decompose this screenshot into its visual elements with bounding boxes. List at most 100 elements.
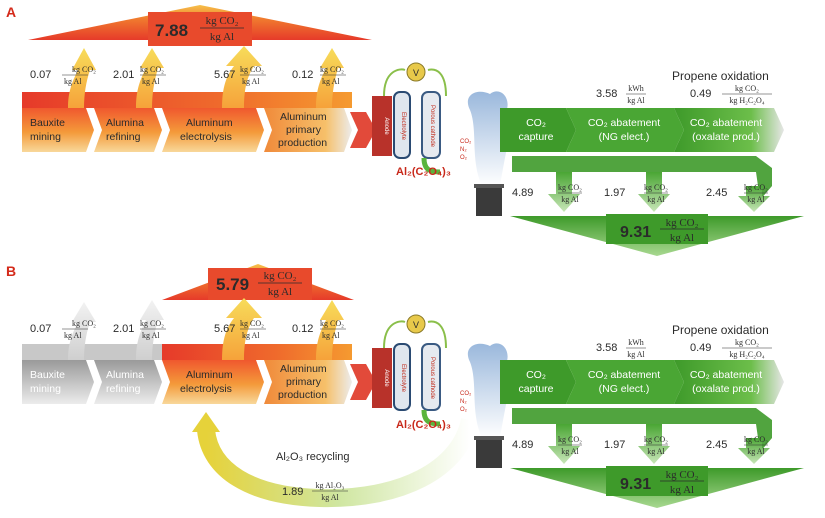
energy-value: 3.58: [596, 342, 617, 354]
propene-oxidation-label-b: Propene oxidation: [672, 323, 769, 337]
gas-label: N₂: [460, 399, 467, 405]
recycling-unit-num: kg Al₂O₃: [316, 481, 345, 490]
electrochemical-cell-a: V Anode Electrolyte Porous cathode Al₂(C…: [372, 62, 472, 178]
electrolyte: [393, 343, 411, 411]
branch-arrow-refining-b: [136, 300, 164, 360]
cathode-label: Porous cathode: [429, 105, 435, 148]
branch-arrow-production-a: [316, 48, 344, 108]
total-unit-num-a: kg CO₂: [206, 15, 239, 27]
oxalate-unit-den: kg H₂C₂O₄: [729, 96, 764, 105]
voltmeter-icon: [406, 314, 426, 334]
branch-value-refining-b: 2.01: [113, 323, 134, 335]
recycling-arrow: [197, 417, 479, 508]
branch-value-production-a: 0.12: [292, 69, 313, 81]
voltmeter-icon: [406, 62, 426, 82]
branch-unit-num: kg CO₂: [72, 65, 96, 74]
voltmeter-label: V: [413, 68, 419, 78]
energy-value: 3.58: [596, 88, 617, 100]
down-arrow-oxalate-a: [738, 186, 770, 212]
chimney-icon: [476, 438, 502, 468]
anode-label: Anode: [383, 369, 389, 387]
grey-band-b: [22, 344, 162, 360]
branch-unit-num: kg CO₂: [140, 319, 164, 328]
stage-label: CO₂ abatement: [588, 117, 660, 129]
stage-label: (NG elect.): [599, 383, 650, 395]
stage-label: mining: [30, 383, 61, 395]
stage-label: CO₂: [526, 117, 546, 129]
stage-bauxite-mining-b: [22, 360, 94, 404]
down-unit-num: kg CO₂: [744, 183, 768, 192]
branch-unit-num: kg CO₂: [240, 319, 264, 328]
recycling-label: Al₂O₃ recycling: [276, 451, 350, 463]
down-unit-den: kg Al: [561, 195, 579, 204]
branch-unit-den: kg Al: [64, 331, 82, 340]
down-arrow-capture-b: [548, 424, 580, 464]
stage-aluminum-electrolysis-b: [162, 360, 264, 404]
stage-aluminum-production-a: [264, 108, 352, 152]
smokestack-b: [467, 343, 510, 468]
total-emissions-box-a: [148, 12, 252, 46]
panel-label-b: B: [6, 263, 16, 279]
gas-label: CO₂: [460, 391, 472, 397]
total-abatement-value-a: 9.31: [620, 224, 651, 241]
branch-unit-den: kg Al: [322, 77, 340, 86]
stage-label: capture: [518, 383, 553, 395]
stage-label: capture: [518, 131, 553, 143]
branch-arrow-production-b: [316, 300, 344, 360]
branch-unit-den: kg Al: [242, 77, 260, 86]
down-unit-num: kg CO₂: [558, 183, 582, 192]
stage-label: mining: [30, 131, 61, 143]
gas-label: N₂: [460, 147, 467, 153]
stage-alumina-refining-a: [94, 108, 162, 152]
stage-abatement-ng-a: [566, 108, 684, 152]
stage-label: Alumina: [106, 117, 144, 129]
electrolyte-label: Electrolyte: [400, 364, 406, 393]
down-unit-den: kg Al: [647, 447, 665, 456]
stage-co2-capture-b: [500, 360, 576, 404]
down-unit-den: kg Al: [647, 195, 665, 204]
energy-unit-num: kWh: [628, 84, 644, 93]
oxalate-product-label: Al₂(C₂O₄)₃: [396, 419, 451, 431]
stage-aluminum-electrolysis-a: [162, 108, 264, 152]
stage-label: electrolysis: [180, 131, 232, 143]
down-unit-den: kg Al: [561, 447, 579, 456]
branch-arrow-mining-b: [68, 302, 96, 360]
panel-label-a: A: [6, 4, 16, 20]
stage-label: refining: [106, 383, 141, 395]
oxalate-value: 0.49: [690, 342, 711, 354]
branch-unit-num: kg CO₂: [72, 319, 96, 328]
total-abatement-value-b: 9.31: [620, 476, 651, 493]
stage-label: Aluminum: [280, 111, 327, 123]
branch-unit-den: kg Al: [322, 331, 340, 340]
total-emissions-box-b: [208, 268, 312, 300]
total-abatement-unit-den: kg Al: [670, 484, 694, 496]
porous-cathode: [421, 91, 441, 159]
porous-cathode: [421, 343, 441, 411]
branch-unit-den: kg Al: [242, 331, 260, 340]
anode-label: Anode: [383, 117, 389, 135]
stage-label: (NG elect.): [599, 131, 650, 143]
stage-label: primary: [286, 124, 322, 136]
down-unit-num: kg CO₂: [644, 435, 668, 444]
branch-arrow-refining-a: [136, 48, 164, 108]
down-unit-num: kg CO₂: [744, 435, 768, 444]
chimney-icon: [476, 186, 502, 216]
branch-unit-den: kg Al: [142, 331, 160, 340]
stage-label: CO₂ abatement: [690, 117, 762, 129]
branch-unit-num: kg CO₂: [320, 65, 344, 74]
stage-label: Bauxite: [30, 117, 65, 129]
total-unit-den-b: kg Al: [268, 286, 292, 298]
down-arrow-ng-a: [638, 172, 670, 212]
voltmeter-label: V: [413, 320, 419, 330]
cathode-label: Porous cathode: [429, 357, 435, 400]
stage-label: CO₂: [526, 369, 546, 381]
down-value: 4.89: [512, 187, 533, 199]
down-arrow-oxalate-b: [738, 438, 770, 464]
down-unit-num: kg CO₂: [644, 183, 668, 192]
anode: [372, 96, 392, 156]
stage-label: primary: [286, 376, 322, 388]
stage-label: CO₂ abatement: [588, 369, 660, 381]
down-arrow-ng-b: [638, 424, 670, 464]
down-value: 1.97: [604, 187, 625, 199]
oxalate-value: 0.49: [690, 88, 711, 100]
